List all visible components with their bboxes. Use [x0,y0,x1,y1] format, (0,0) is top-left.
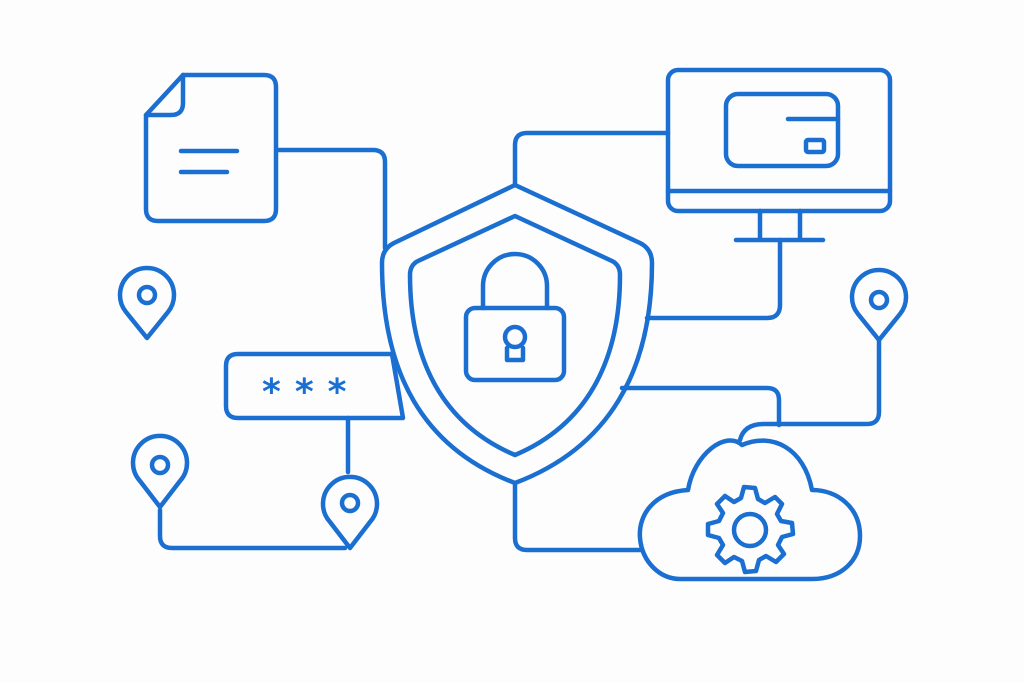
shield-icon [379,182,655,486]
cloud-icon [637,438,863,582]
wallet-icon [723,91,841,169]
monitor-icon [665,67,893,243]
gear-icon [705,484,796,575]
connector-shield-cloud [619,385,782,428]
location-pin-left-lower [130,433,190,510]
connector-monitor-shield [644,237,783,321]
connector-pin-right-cloud [737,337,882,443]
location-pin-left-upper [117,265,177,341]
document-icon [143,72,279,224]
connector-document-shield [274,147,388,251]
password-field-icon: *** [223,351,406,421]
location-pin-bottom [320,474,380,551]
connector-shield-monitor [512,130,671,188]
connector-lines [157,130,882,553]
password-mask-text: *** [262,372,360,413]
location-pin-right [849,267,909,343]
connector-pin-left-pin-bottom [157,507,348,551]
connector-shield-cloud-bottom [512,480,643,553]
padlock-icon [463,251,567,383]
location-pin-icon [117,265,909,551]
